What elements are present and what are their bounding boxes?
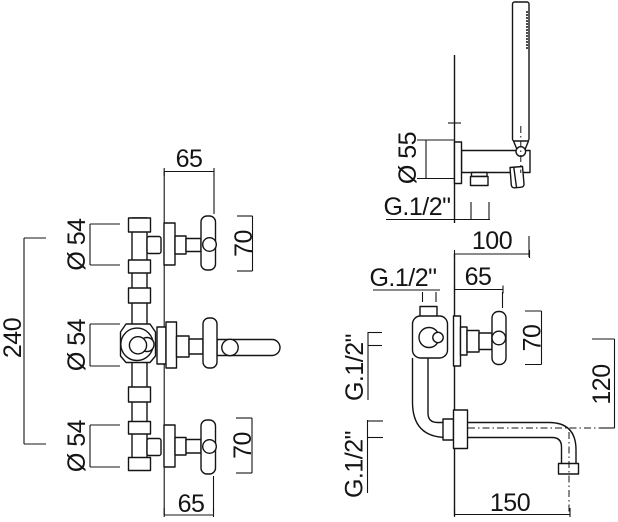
escutcheon-bottom — [163, 424, 176, 468]
dim-label-shower-dia: Ø 55 — [394, 132, 422, 184]
dim-spout-back-thread: G.1/2" — [341, 331, 382, 401]
spout-hex-nut — [442, 418, 455, 441]
dim-label-spout-handle-height: 70 — [518, 325, 546, 352]
dim-spout-drop: 120 — [588, 338, 616, 429]
fitting-6 — [127, 456, 152, 472]
dim-spout-reach: 150 — [453, 489, 571, 517]
dim-label-handle-top: 70 — [230, 230, 258, 257]
dim-label-dia-bottom: Ø 54 — [63, 419, 91, 472]
dim-front-overall-height: 240 — [0, 237, 46, 445]
dim-escutcheon-dia-top: Ø 54 — [63, 218, 120, 271]
fitting-3 — [127, 287, 152, 304]
dim-label-dia-mid: Ø 54 — [63, 318, 91, 371]
escutcheon-mid-back — [156, 326, 167, 365]
handshower-wand — [511, 1, 530, 142]
dim-label-handle-bottom: 70 — [229, 432, 257, 459]
handshower-spray-dots — [526, 11, 528, 49]
dim-label-dia-top: Ø 54 — [63, 218, 91, 271]
pipe-lower — [131, 359, 148, 471]
valve-ring-side — [459, 326, 468, 356]
dim-label-spout-bottom-thread: G.1/2" — [340, 431, 368, 498]
dim-label-spout-drop: 120 — [588, 364, 616, 404]
stem-mid-b — [188, 338, 204, 355]
wand-hook-inner-line — [513, 167, 518, 188]
valve-handle-knob-side — [491, 330, 507, 346]
dim-shower-thread: G.1/2" — [383, 193, 490, 221]
fitting-2 — [127, 259, 152, 274]
dim-escutcheon-dia-bottom: Ø 54 — [63, 419, 120, 472]
wand-cone-right — [524, 140, 530, 150]
stem-bottom-b — [185, 438, 202, 454]
valve-detail-circle — [432, 331, 444, 344]
dim-label-overall-height: 240 — [0, 318, 27, 358]
dim-escutcheon-dia-mid: Ø 54 — [63, 318, 120, 371]
handle-knob-top — [201, 236, 217, 252]
dim-front-bottom-width: 65 — [163, 476, 215, 518]
valve-stem-b — [478, 332, 493, 351]
dim-shower-escutcheon-dia: Ø 55 — [394, 132, 455, 184]
valve-stub-bottom — [146, 437, 162, 457]
downpipe-outer — [411, 358, 448, 439]
dim-label-shower-depth: 100 — [472, 227, 512, 255]
valve-stub-top — [146, 235, 162, 255]
spout-outer — [467, 421, 577, 464]
outlet-nipple — [469, 175, 489, 187]
dim-label-spout-top-thread: G.1/2" — [369, 264, 436, 292]
dim-spout-handle-depth: 65 — [453, 263, 504, 308]
dim-spout-handle-height: 70 — [518, 310, 546, 366]
handle-bar-mid — [202, 317, 218, 369]
dim-label-spout-reach: 150 — [490, 489, 530, 517]
spout-side-view: G.1/2" 65 70 G.1/2" G.1/2 — [340, 263, 616, 517]
dim-spout-top-thread: G.1/2" — [369, 264, 440, 302]
dim-handle-bottom: 70 — [229, 417, 257, 474]
downpipe-inner — [427, 358, 444, 424]
stem-top-b — [185, 237, 202, 253]
dim-label-front-bottom-width: 65 — [178, 490, 205, 518]
valve-top-inlet — [419, 305, 438, 318]
stem-bottom-a — [174, 436, 187, 456]
bracket-escutcheon — [453, 141, 463, 185]
dim-handle-top: 70 — [230, 215, 258, 272]
spout-wall-escutcheon — [452, 409, 469, 450]
fitting-5 — [127, 420, 152, 435]
dim-label-front-top-width: 65 — [176, 145, 203, 173]
fitting-4 — [127, 386, 152, 403]
escutcheon-top — [163, 222, 176, 266]
handshower-view: Ø 55 G.1/2" 100 — [383, 1, 531, 258]
diverter-inner-circle — [128, 335, 148, 355]
spout-inner — [467, 436, 563, 464]
handle-knob-bottom — [201, 439, 217, 455]
valve-escutcheon-side — [452, 315, 462, 367]
wand-cone-left — [512, 140, 518, 150]
dim-label-shower-thread: G.1/2" — [383, 193, 450, 221]
dim-shower-depth: 100 — [453, 227, 531, 258]
handle-knob-mid — [221, 338, 239, 357]
wand-hook — [509, 165, 525, 189]
stem-top-a — [174, 235, 187, 255]
front-view: 65 65 240 Ø 54 Ø 54 — [0, 145, 281, 518]
dim-spout-bottom-thread: G.1/2" — [340, 420, 383, 498]
stem-mid-a — [175, 335, 190, 358]
dim-label-spout-back-thread: G.1/2" — [341, 334, 369, 401]
dim-front-top-width: 65 — [163, 145, 215, 214]
escutcheon-mid — [165, 321, 178, 369]
dim-label-spout-handle-depth: 65 — [465, 263, 492, 291]
fitting-1 — [127, 217, 152, 233]
valve-stem-a — [466, 329, 480, 353]
